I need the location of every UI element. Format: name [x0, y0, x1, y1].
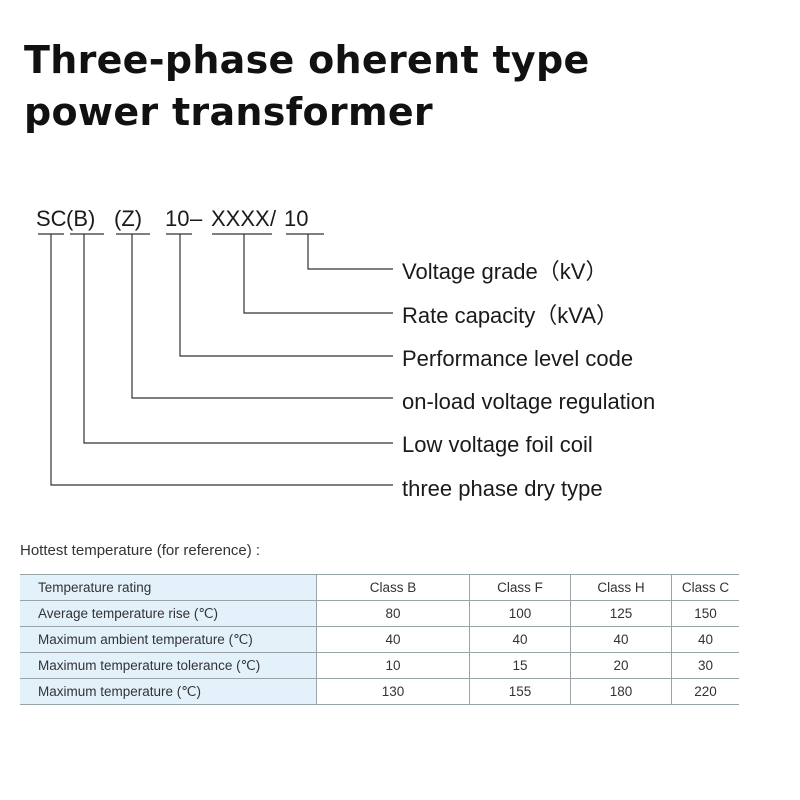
page-title: Three-phase oherent type power transform…: [24, 34, 590, 138]
code-segment-performance: 10: [165, 206, 190, 231]
row-label: Average temperature rise (℃): [20, 600, 317, 627]
cell-class-b: 40: [316, 626, 470, 653]
header-class-b: Class B: [316, 574, 470, 601]
cell-class-c: 30: [671, 652, 739, 679]
code-segment-voltage: 10: [284, 206, 309, 231]
cell-class-f: 100: [469, 600, 571, 627]
cell-class-c: 40: [671, 626, 739, 653]
leader-voltage-grade: [307, 234, 393, 270]
leader-lines: [38, 233, 393, 486]
cell-class-b: 130: [316, 678, 470, 705]
leader-on-load: [131, 234, 393, 399]
row-label: Maximum temperature tolerance (℃): [20, 652, 317, 679]
cell-class-h: 20: [570, 652, 672, 679]
header-class-h: Class H: [570, 574, 672, 601]
code-segment-z: (Z): [114, 206, 143, 231]
code-segment-dash: –: [190, 206, 203, 231]
leader-performance: [179, 234, 393, 357]
table-row: Maximum temperature tolerance (℃) 10 15 …: [20, 652, 739, 679]
row-label: Maximum ambient temperature (℃): [20, 626, 317, 653]
cell-class-c: 150: [671, 600, 739, 627]
table-row: Maximum temperature (℃) 130 155 180 220: [20, 678, 739, 705]
table-header-row: Temperature rating Class B Class F Class…: [20, 574, 739, 601]
leader-rate-capacity: [243, 234, 393, 314]
meaning-on-load-regulation: on-load voltage regulation: [402, 389, 656, 414]
leader-foil-coil: [83, 234, 393, 444]
code-segment-capacity: XXXX: [211, 206, 270, 231]
model-code-diagram: SC (B) (Z) 10 – XXXX / 10 Voltage grade（…: [36, 206, 656, 501]
cell-class-b: 10: [316, 652, 470, 679]
temperature-table: Temperature rating Class B Class F Class…: [20, 574, 739, 705]
meaning-rate-capacity: Rate capacity（kVA）: [402, 303, 619, 328]
row-label: Maximum temperature (℃): [20, 678, 317, 705]
table-row: Average temperature rise (℃) 80 100 125 …: [20, 600, 739, 627]
cell-class-c: 220: [671, 678, 739, 705]
cell-class-f: 15: [469, 652, 571, 679]
meaning-performance-level: Performance level code: [402, 346, 634, 371]
leader-dry-type: [50, 234, 393, 486]
cell-class-h: 40: [570, 626, 672, 653]
header-temperature-rating: Temperature rating: [20, 574, 317, 601]
cell-class-h: 125: [570, 600, 672, 627]
code-segment-slash: /: [270, 206, 277, 231]
table-row: Maximum ambient temperature (℃) 40 40 40…: [20, 626, 739, 653]
meaning-dry-type: three phase dry type: [402, 476, 603, 501]
cell-class-f: 40: [469, 626, 571, 653]
cell-class-f: 155: [469, 678, 571, 705]
title-line-1: Three-phase oherent type: [24, 38, 590, 82]
code-segment-b: (B): [66, 206, 96, 231]
meaning-foil-coil: Low voltage foil coil: [402, 432, 593, 457]
header-class-f: Class F: [469, 574, 571, 601]
code-segment-sc: SC: [36, 206, 67, 231]
cell-class-h: 180: [570, 678, 672, 705]
header-class-c: Class C: [671, 574, 739, 601]
title-line-2: power transformer: [24, 90, 433, 134]
temperature-note: Hottest temperature (for reference) :: [20, 542, 261, 559]
meaning-voltage-grade: Voltage grade（kV）: [402, 259, 608, 284]
cell-class-b: 80: [316, 600, 470, 627]
